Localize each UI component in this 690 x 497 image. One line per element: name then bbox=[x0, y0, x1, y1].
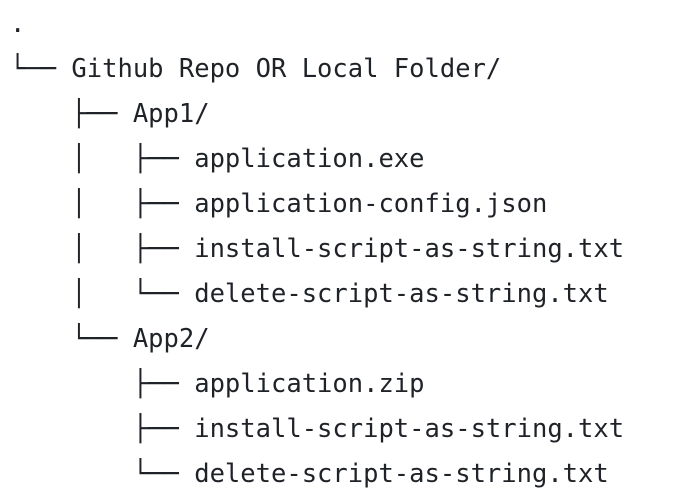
tree-line-app1-application-config: │ ├── application-config.json bbox=[10, 189, 548, 219]
tree-line-github-repo: └── Github Repo OR Local Folder/ bbox=[10, 54, 502, 84]
directory-tree-text: . └── Github Repo OR Local Folder/ ├── Ap… bbox=[10, 2, 624, 497]
directory-tree-view: . └── Github Repo OR Local Folder/ ├── Ap… bbox=[10, 9, 625, 489]
tree-line-app2-delete-script: └── delete-script-as-string.txt bbox=[10, 459, 609, 489]
tree-line-app1-folder: ├── App1/ bbox=[10, 99, 210, 129]
tree-line-app2-application-zip: ├── application.zip bbox=[10, 369, 425, 399]
tree-line-app2-install-script: ├── install-script-as-string.txt bbox=[10, 414, 625, 444]
tree-line-root-dot: . bbox=[10, 9, 26, 39]
tree-line-app1-delete-script: │ └── delete-script-as-string.txt bbox=[10, 279, 609, 309]
tree-line-app1-install-script: │ ├── install-script-as-string.txt bbox=[10, 234, 625, 264]
tree-line-app2-folder: └── App2/ bbox=[10, 324, 210, 354]
tree-line-app1-application-exe: │ ├── application.exe bbox=[10, 144, 425, 174]
